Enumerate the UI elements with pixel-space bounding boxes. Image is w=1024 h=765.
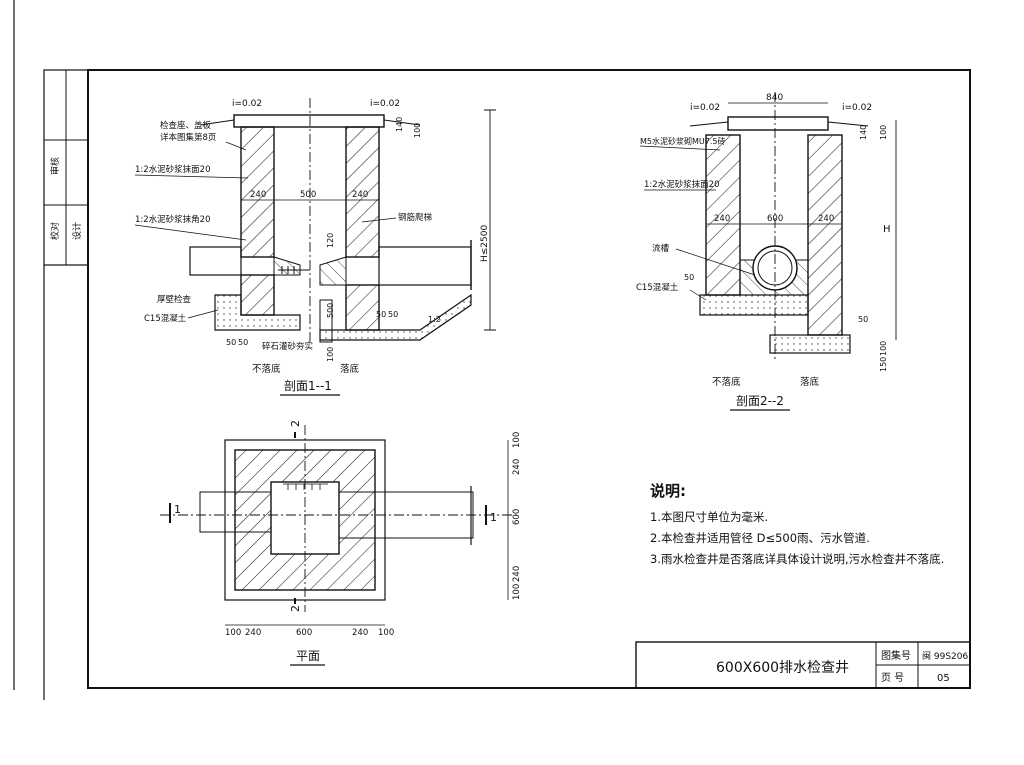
drawing-frame [87,69,971,689]
plan-title: 平面 [296,649,320,663]
s2-label-right-base: 落底 [800,376,820,388]
s2-dim-wall-left: 240 [714,214,730,224]
plan-cut-2-bottom: 2 [289,605,302,612]
s2-label-left-base: 不落底 [712,376,741,388]
s2-slope-left: i=0.02 [690,103,720,113]
s1-dim-50b: 50 [238,338,248,347]
s1-dim-top: 140 [395,117,404,132]
s1-slope-112: 1:2 [428,315,441,324]
s2-dim-top: 140 [859,125,868,140]
s1-dim-wall-right: 240 [352,190,368,200]
s2-height-dim: H [883,224,891,235]
s2-right-wall [807,134,843,336]
s1-dim-50d: 50 [388,310,398,319]
s2-slope-right: i=0.02 [842,103,872,113]
s2-cover-slab [727,116,829,131]
s1-label-cover: 检查座、盖板 [160,120,212,131]
s2-label-channel: 流槽 [652,243,670,254]
s1-label-cover-ref: 详本图集第8页 [160,132,216,143]
s2-dim-50a: 50 [684,273,694,282]
s1-title: 剖面1--1 [284,379,332,393]
side-label-1: 审核 [49,157,61,175]
plan-dim-r5: 100 [512,584,522,600]
plan-dim-b5: 100 [378,628,394,638]
s1-dim-500: 500 [326,303,335,318]
s1-slope-right: i=0.02 [370,99,400,109]
s1-label-cushion: 厚壁检查 [157,294,192,305]
s2-dim-100: 100 [879,341,888,356]
plan-dim-b4: 240 [352,628,368,638]
plan-dim-r3: 600 [512,509,522,525]
s2-label-brick: M5水泥砂浆砌MU7.5砖 [640,136,725,146]
title-block: 600X600排水检查井 图集号 闽 99S206 页 号 05 [635,641,971,689]
s1-label-ladder: 钢筋爬梯 [398,212,433,223]
section-1-1: H≤2500 240 500 240 i=0.02 i=0.02 140 100… [134,98,496,396]
s1-dim-50a: 50 [226,338,236,347]
plan-dim-r1: 100 [512,432,522,448]
s1-label-chamfer: 1:2水泥砂浆抹角20 [135,214,211,225]
s2-dim-wall-right: 240 [818,214,834,224]
notes-heading: 说明: [650,482,686,500]
s1-dim-inner: 500 [300,190,316,200]
plan-dim-b3: 600 [296,628,312,638]
s1-dim-top2: 100 [413,123,422,138]
atlas-label: 图集号 [881,649,911,662]
s1-slope-left: i=0.02 [232,99,262,109]
s1-dim-120: 120 [326,233,335,248]
side-label-3: 设计 [71,222,83,240]
s2-label-concrete: C15混凝土 [636,282,679,293]
s1-dim-100: 100 [326,347,335,362]
plan-dim-r4: 240 [512,566,522,582]
s1-label-concrete: C15混凝土 [144,313,187,324]
s1-label-mortar: 1:2水泥砂浆抹面20 [135,164,211,175]
s1-height-dim: H≤2500 [480,225,490,262]
plan-cut-1-right: 1 [490,511,497,524]
s1-dim-wall-left: 240 [250,190,266,200]
left-title-strip: 审核 校对 设计 [43,69,89,700]
side-label-2: 校对 [49,222,61,240]
s2-dim-50b: 50 [858,315,868,324]
notes-block: 说明: 1.本图尺寸单位为毫米. 2.本检查井适用管径 D≤500雨、污水管道.… [650,480,970,570]
page-label: 页 号 [881,672,904,684]
page-number: 05 [937,673,950,684]
s2-label-mortar: 1:2水泥砂浆抹面20 [644,179,720,190]
outlet-pipe [378,246,472,286]
left-wall [240,126,275,258]
cover-slab [233,114,385,128]
s1-label-left-base: 不落底 [252,363,281,375]
plan-dim-b1: 100 [225,628,241,638]
atlas-number: 闽 99S206 [922,650,968,662]
s1-label-gravel: 碎石灌砂夯实 [262,341,313,352]
sheet-title: 600X600排水检查井 [716,660,849,676]
plan-cut-1-left: 1 [174,503,181,516]
s2-dim-inner: 600 [767,214,783,224]
s1-dim-50c: 50 [376,310,386,319]
note-item-1: 1.本图尺寸单位为毫米. [650,510,769,524]
s1-label-right-base: 落底 [340,363,360,375]
plan-view: 1 1 2 2 100 240 600 240 100 100 240 600 … [160,420,522,666]
s2-dim-top2: 100 [879,125,888,140]
note-item-3: 3.雨水检查井是否落底详具体设计说明,污水检查井不落底. [650,552,945,566]
plan-dim-b2: 240 [245,628,261,638]
inlet-pipe [189,246,242,276]
section-2-2: 840 i=0.02 i=0.02 140 100 240 600 240 H … [636,92,897,411]
plan-cut-2-top: 2 [289,420,302,427]
right-wall [345,126,380,258]
plan-dim-r2: 240 [512,459,522,475]
note-item-2: 2.本检查井适用管径 D≤500雨、污水管道. [650,531,870,545]
s2-title: 剖面2--2 [736,394,784,408]
s2-dim-150: 150 [879,357,888,372]
